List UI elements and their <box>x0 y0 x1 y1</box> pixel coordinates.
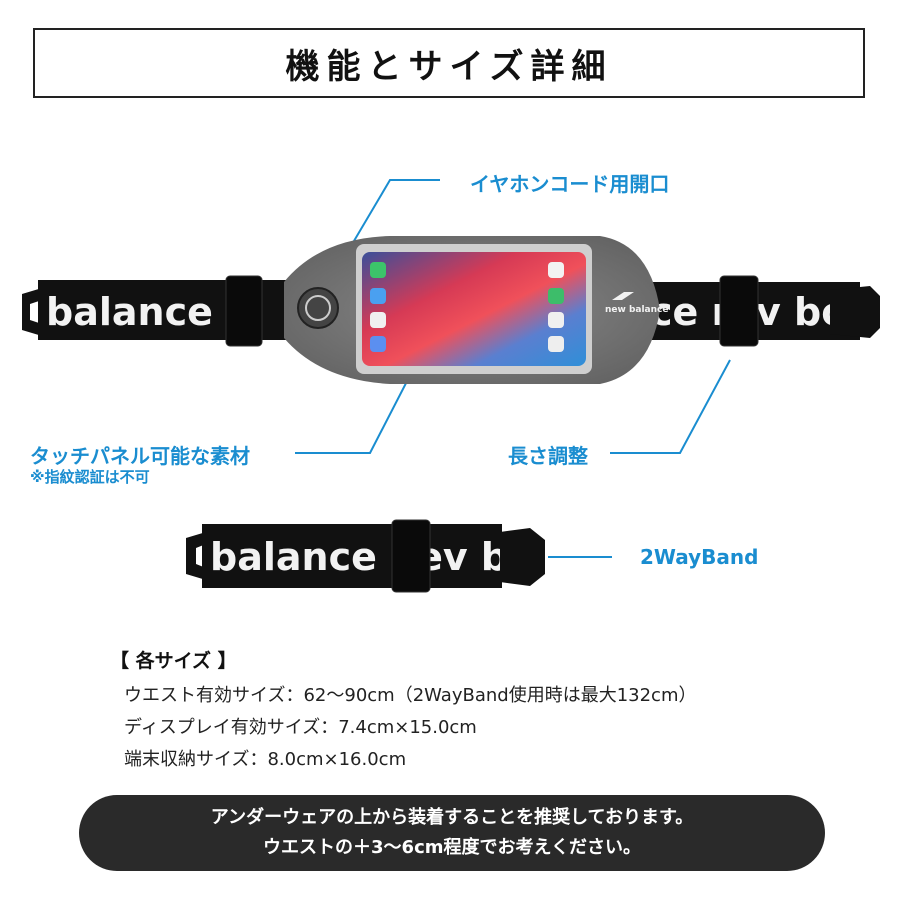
two-way-band-callout: 2WayBand <box>640 545 759 569</box>
page-title: 機能とサイズ詳細 <box>33 28 865 98</box>
touch-panel-callout: タッチパネル可能な素材 <box>30 444 250 468</box>
notice-line-2: ウエストの＋3〜6cm程度でお考えください。 <box>263 837 641 858</box>
touch-callout-line <box>295 355 421 454</box>
size-specs: 【 各サイズ 】 ウエスト有効サイズ：62〜90cm（2WayBand使用時は最… <box>110 646 696 777</box>
belt: balance ce rev bc new balance <box>22 236 880 384</box>
nb-logo-mark <box>612 292 634 300</box>
callout-lines <box>295 179 731 558</box>
length-callout: 長さ調整 <box>508 444 588 468</box>
spec-display: ディスプレイ有効サイズ：7.4cm×15.0cm <box>124 717 477 738</box>
earphone-callout-line <box>337 179 440 269</box>
specs-heading: 【 各サイズ 】 <box>110 650 237 672</box>
left-buckle-end <box>22 288 42 336</box>
two-way-band: balance nev bc <box>186 519 545 593</box>
notice-line-1: アンダーウェアの上から装着することを推奨しております。 <box>210 807 694 828</box>
right-slider <box>719 275 759 347</box>
band-text: balance nev bc <box>210 535 531 579</box>
earphone-callout: イヤホンコード用開口 <box>470 172 670 196</box>
spec-storage: 端末収納サイズ：8.0cm×16.0cm <box>124 749 407 770</box>
left-slider <box>225 275 263 347</box>
earphone-port <box>297 287 339 329</box>
app-icons <box>370 262 564 352</box>
spec-waist: ウエスト有効サイズ：62〜90cm（2WayBand使用時は最大132cm） <box>124 685 697 706</box>
right-buckle <box>830 286 880 338</box>
touch-panel-note: ※指紋認証は不可 <box>30 468 150 486</box>
left-strap-text: balance <box>46 290 213 334</box>
length-callout-line <box>610 359 731 454</box>
notice-banner: アンダーウェアの上から装着することを推奨しております。 ウエストの＋3〜6cm程… <box>79 795 825 871</box>
phone-screen <box>362 252 586 366</box>
pouch-logo: new balance <box>605 305 668 315</box>
